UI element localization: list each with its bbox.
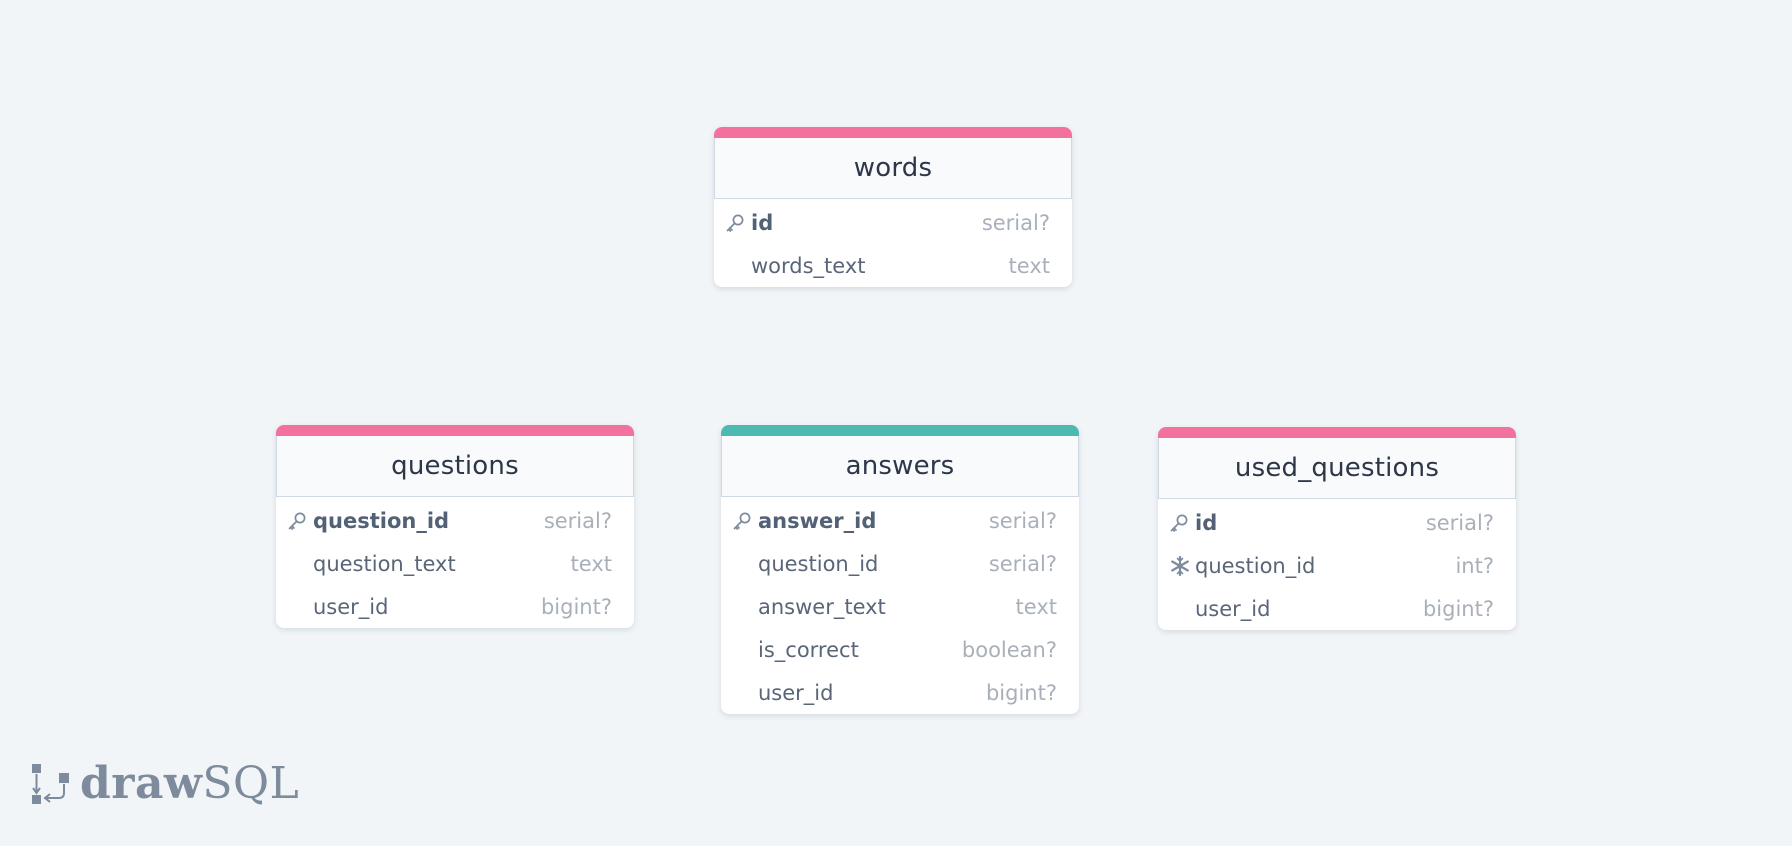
- column-type: serial?: [1425, 510, 1494, 535]
- table-accent-bar: [1158, 427, 1516, 438]
- column-type: text: [1015, 594, 1057, 619]
- column-row[interactable]: question_id serial?: [276, 499, 634, 542]
- column-row[interactable]: user_id bigint?: [721, 671, 1079, 714]
- column-icon-spacer: [287, 596, 313, 618]
- column-type: serial?: [988, 508, 1057, 533]
- snowflake-icon: [1169, 555, 1195, 577]
- column-row[interactable]: is_correct boolean?: [721, 628, 1079, 671]
- table-accent-bar: [276, 425, 634, 436]
- key-icon: [287, 510, 313, 532]
- column-row[interactable]: id serial?: [714, 201, 1072, 244]
- column-icon-spacer: [732, 682, 758, 704]
- table-accent-bar: [714, 127, 1072, 138]
- column-type: serial?: [543, 508, 612, 533]
- table-accent-bar: [721, 425, 1079, 436]
- table-used-questions[interactable]: used_questions id serial? question_id int? u…: [1158, 427, 1516, 630]
- key-icon: [1169, 512, 1195, 534]
- column-name: answer_id: [758, 508, 877, 533]
- column-row[interactable]: question_id int?: [1158, 544, 1516, 587]
- column-icon-spacer: [725, 255, 751, 277]
- column-icon-spacer: [1169, 598, 1195, 620]
- column-name: id: [751, 210, 774, 235]
- key-icon: [725, 212, 751, 234]
- logo-text-sql: SQL: [202, 757, 300, 809]
- column-name: answer_text: [758, 594, 886, 619]
- table-answers[interactable]: answers answer_id serial? question_id seria…: [721, 425, 1079, 714]
- column-row[interactable]: id serial?: [1158, 501, 1516, 544]
- column-type: bigint?: [1422, 596, 1494, 621]
- column-type: serial?: [988, 551, 1057, 576]
- column-name: question_text: [313, 551, 456, 576]
- column-list: question_id serial? question_text text user_…: [276, 497, 634, 628]
- column-icon-spacer: [732, 553, 758, 575]
- column-type: text: [1008, 253, 1050, 278]
- column-icon-spacer: [732, 596, 758, 618]
- logo-text-draw: draw: [80, 757, 203, 809]
- column-type: bigint?: [985, 680, 1057, 705]
- column-name: user_id: [758, 680, 834, 705]
- column-row[interactable]: words_text text: [714, 244, 1072, 287]
- column-icon-spacer: [287, 553, 313, 575]
- table-title[interactable]: words: [714, 138, 1072, 199]
- column-list: id serial? words_text text: [714, 199, 1072, 287]
- table-questions[interactable]: questions question_id serial? question_tex…: [276, 425, 634, 628]
- column-type: serial?: [981, 210, 1050, 235]
- column-name: words_text: [751, 253, 866, 278]
- column-name: user_id: [313, 594, 389, 619]
- column-row[interactable]: answer_text text: [721, 585, 1079, 628]
- column-row[interactable]: user_id bigint?: [276, 585, 634, 628]
- column-list: id serial? question_id int? user_id bigint?: [1158, 499, 1516, 630]
- key-icon: [732, 510, 758, 532]
- table-title[interactable]: answers: [721, 436, 1079, 497]
- column-name: user_id: [1195, 596, 1271, 621]
- column-row[interactable]: user_id bigint?: [1158, 587, 1516, 630]
- table-title[interactable]: questions: [276, 436, 634, 497]
- column-type: int?: [1455, 553, 1494, 578]
- column-name: is_correct: [758, 637, 859, 662]
- table-title[interactable]: used_questions: [1158, 438, 1516, 499]
- column-name: question_id: [313, 508, 450, 533]
- column-name: id: [1195, 510, 1218, 535]
- column-type: bigint?: [540, 594, 612, 619]
- column-icon-spacer: [732, 639, 758, 661]
- table-words[interactable]: words id serial? words_text text: [714, 127, 1072, 287]
- column-row[interactable]: question_text text: [276, 542, 634, 585]
- column-type: boolean?: [961, 637, 1057, 662]
- drawsql-logo-mark-icon: [32, 764, 69, 804]
- column-row[interactable]: answer_id serial?: [721, 499, 1079, 542]
- column-type: text: [570, 551, 612, 576]
- column-row[interactable]: question_id serial?: [721, 542, 1079, 585]
- column-name: question_id: [758, 551, 879, 576]
- column-name: question_id: [1195, 553, 1316, 578]
